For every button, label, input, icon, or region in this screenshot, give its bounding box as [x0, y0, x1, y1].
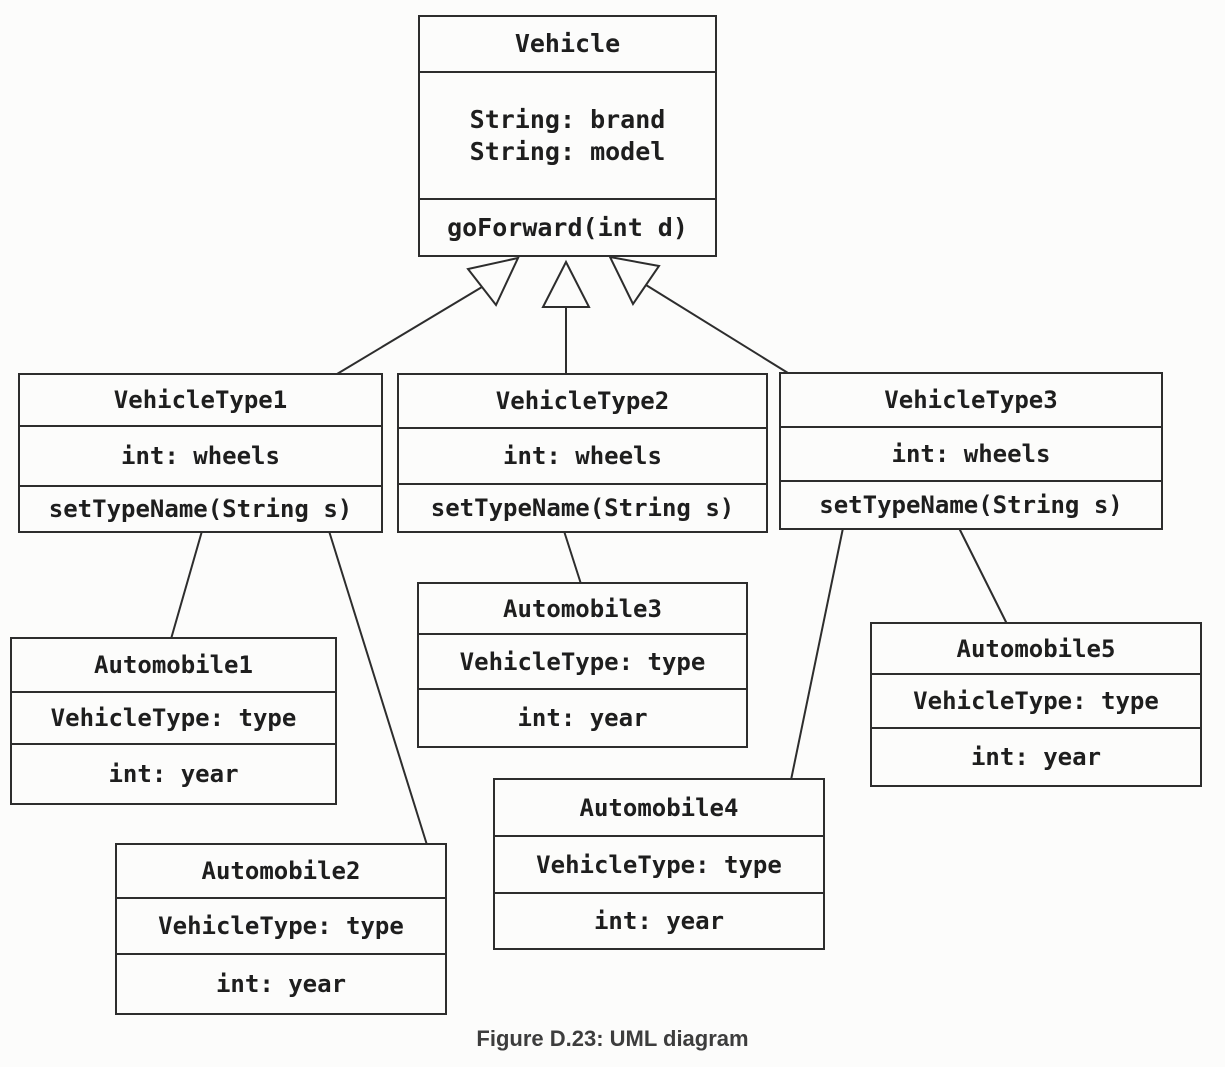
class-name: VehicleType3 [884, 386, 1058, 414]
class-attributes-2: int: year [117, 955, 445, 1013]
edge-automobile1-vehicletype1 [170, 530, 203, 640]
edge-vehicletype1-vehicle [336, 286, 483, 375]
edge-automobile2-vehicletype1 [328, 530, 428, 846]
class-name: Automobile4 [579, 793, 739, 822]
attribute: String: model [469, 136, 666, 166]
class-attributes: VehicleType: type [117, 899, 445, 955]
operation: goForward(int d) [447, 212, 688, 242]
class-operations: goForward(int d) [420, 200, 715, 255]
class-box-vehicletype2: VehicleType2 int: wheels setTypeName(Str… [397, 373, 768, 533]
class-box-automobile5: Automobile5 VehicleType: type int: year [870, 622, 1202, 787]
operation: setTypeName(String s) [819, 491, 1123, 519]
attribute: int: wheels [891, 440, 1051, 468]
operation: setTypeName(String s) [430, 494, 735, 522]
attribute: int: year [215, 970, 347, 998]
class-title: Vehicle [420, 17, 715, 73]
attribute: VehicleType: type [536, 850, 782, 879]
attribute: int: wheels [503, 442, 662, 470]
class-title: Automobile1 [12, 639, 335, 693]
attribute: int: year [970, 743, 1102, 771]
class-box-vehicletype3: VehicleType3 int: wheels setTypeName(Str… [779, 372, 1163, 530]
class-name: VehicleType2 [495, 387, 670, 415]
class-attributes: int: wheels [20, 427, 381, 487]
attribute: String: brand [469, 105, 666, 135]
attribute: int: year [593, 907, 725, 935]
class-name: Automobile3 [503, 594, 662, 623]
class-box-vehicletype1: VehicleType1 int: wheels setTypeName(Str… [18, 373, 383, 533]
class-title: Automobile4 [495, 780, 823, 837]
inheritance-arrowhead-middle [541, 259, 591, 308]
class-attributes: VehicleType: type [495, 837, 823, 894]
class-attributes: VehicleType: type [12, 693, 335, 745]
attribute: VehicleType: type [913, 687, 1159, 715]
class-attributes: int: wheels [781, 428, 1161, 482]
edge-automobile5-vehicletype3 [958, 527, 1008, 625]
class-name: Vehicle [514, 29, 621, 59]
attribute: int: year [517, 704, 648, 732]
class-box-automobile3: Automobile3 VehicleType: type int: year [417, 582, 748, 748]
edge-automobile3-vehicletype2 [563, 530, 582, 585]
class-box-vehicle: Vehicle String: brand String: model goFo… [418, 15, 717, 257]
class-attributes-2: int: year [495, 894, 823, 948]
class-attributes: int: wheels [399, 429, 766, 485]
edge-vehicletype3-vehicle [645, 284, 789, 374]
inheritance-arrowhead-right [608, 255, 661, 306]
class-operations: setTypeName(String s) [781, 482, 1161, 528]
class-name: Automobile2 [201, 857, 361, 885]
class-title: VehicleType3 [781, 374, 1161, 428]
class-title: Automobile2 [117, 845, 445, 899]
figure-caption: Figure D.23: UML diagram [476, 1026, 749, 1051]
class-attributes-2: int: year [872, 729, 1200, 785]
class-attributes-2: int: year [419, 690, 746, 746]
class-attributes-2: int: year [12, 745, 335, 803]
attribute: VehicleType: type [158, 912, 404, 940]
class-box-automobile2: Automobile2 VehicleType: type int: year [115, 843, 447, 1015]
class-attributes: VehicleType: type [872, 675, 1200, 729]
class-operations: setTypeName(String s) [399, 485, 766, 531]
class-attributes: VehicleType: type [419, 635, 746, 690]
class-title: VehicleType1 [20, 375, 381, 427]
class-title: VehicleType2 [399, 375, 766, 429]
class-attributes: String: brand String: model [420, 73, 715, 200]
attribute: VehicleType: type [50, 704, 297, 732]
class-name: Automobile1 [94, 651, 253, 679]
attribute: VehicleType: type [459, 647, 706, 676]
class-title: Automobile3 [419, 584, 746, 635]
attribute: int: wheels [121, 442, 280, 470]
inheritance-arrowhead-left [466, 256, 520, 307]
attribute: int: year [108, 760, 239, 788]
class-title: Automobile5 [872, 624, 1200, 675]
class-box-automobile1: Automobile1 VehicleType: type int: year [10, 637, 337, 805]
class-box-automobile4: Automobile4 VehicleType: type int: year [493, 778, 825, 950]
edge-automobile4-vehicletype3 [790, 527, 844, 781]
class-name: VehicleType1 [113, 386, 288, 414]
class-operations: setTypeName(String s) [20, 487, 381, 531]
class-name: Automobile5 [956, 634, 1116, 663]
operation: setTypeName(String s) [48, 495, 353, 523]
